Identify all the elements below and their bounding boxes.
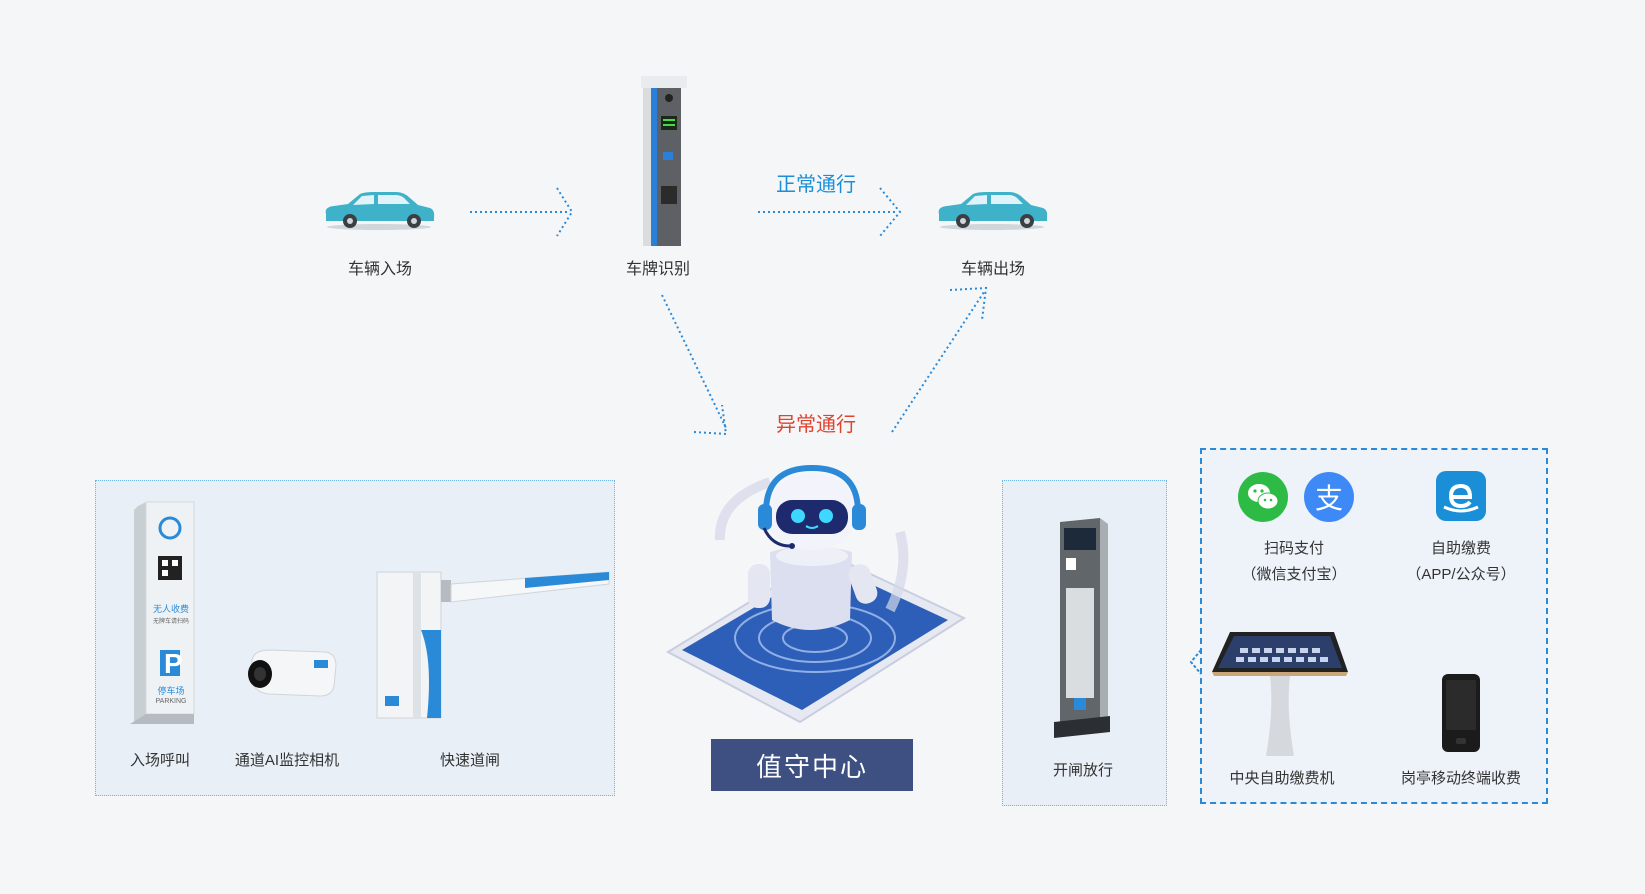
sign-name-text: 停车场 [157, 686, 185, 696]
gate-open-label: 开闸放行 [1052, 762, 1113, 779]
alipay-icon: 支 [1304, 472, 1354, 522]
arrow-center-to-exit [891, 291, 985, 433]
entry-call-pillar-icon [130, 501, 195, 724]
sign-sub-text: 无牌车请扫码 [152, 619, 189, 625]
scan-pay-title: 扫码支付 [1263, 540, 1324, 557]
arrowhead-recognition [556, 187, 574, 237]
duty-center-label: 值守中心 [711, 739, 913, 791]
sign-p-text: P [164, 648, 183, 679]
barrier-gate-label: 快速道闸 [439, 752, 500, 769]
central-kiosk-icon [1212, 632, 1348, 756]
arrow-recognition-to-center [661, 294, 728, 431]
exit-label: 车辆出场 [960, 261, 1025, 278]
self-pay-title: 自助缴费 [1430, 540, 1491, 557]
recognition-label: 车牌识别 [625, 261, 690, 278]
scan-pay-sub: （微信支付宝） [1241, 566, 1347, 583]
ai-camera-icon [248, 649, 337, 697]
barrier-gate-icon [376, 571, 610, 719]
mobile-terminal-icon [1442, 674, 1480, 752]
ai-camera-label: 通道AI监控相机 [234, 752, 340, 769]
duty-center-robot-icon [665, 464, 967, 724]
sign-top-text: 无人收费 [152, 604, 189, 614]
car-exit-icon [938, 192, 1048, 230]
arrowhead-exit-up [949, 286, 988, 321]
alipay-glyph: 支 [1314, 483, 1343, 514]
central-kiosk-label: 中央自助缴费机 [1229, 770, 1335, 787]
wechat-icon [1238, 472, 1288, 522]
abnormal-pass-label: 异常通行 [776, 414, 856, 436]
normal-pass-label: 正常通行 [776, 174, 856, 196]
panel-pointer-icon [1189, 649, 1202, 675]
plate-recognition-pillar-icon [641, 76, 687, 246]
self-pay-e-icon [1436, 471, 1486, 521]
entry-call-label: 入场呼叫 [129, 752, 190, 769]
arrowhead-exit [879, 187, 902, 237]
self-pay-sub: （APP/公众号） [1406, 566, 1516, 583]
mobile-terminal-label: 岗亭移动终端收费 [1400, 770, 1521, 787]
arrowhead-center [693, 404, 728, 436]
entry-label: 车辆入场 [347, 261, 412, 278]
car-entry-icon [325, 192, 435, 230]
gate-terminal-icon [1054, 518, 1110, 738]
sign-en-text: PARKING [155, 698, 187, 705]
